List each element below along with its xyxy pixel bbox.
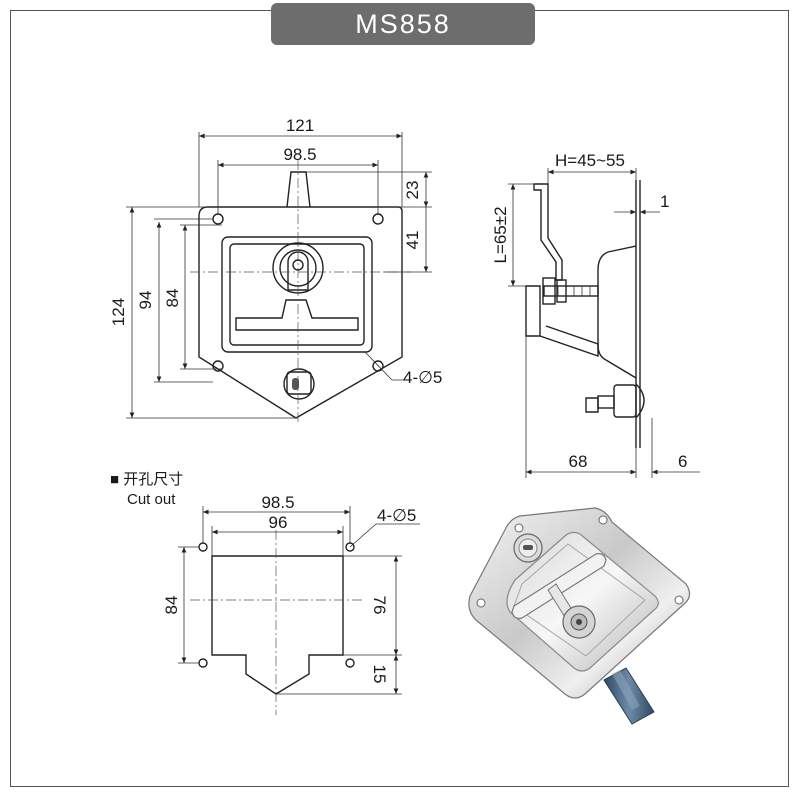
- front-hole-bl: [212, 360, 224, 372]
- dim-front-width-overall: 121: [286, 116, 314, 135]
- side-view: H=45~55 1 L=65±2 68 6: [491, 151, 700, 478]
- dim-front-height-overall: 124: [109, 298, 128, 326]
- photo-t-handle: [511, 553, 607, 619]
- dim-front-width-holes: 98.5: [283, 145, 316, 164]
- front-tray-inner: [229, 243, 365, 346]
- cutout-heading-cn: ■ 开孔尺寸: [110, 471, 183, 488]
- cutout-opening: [211, 555, 344, 695]
- cutout-heading-en: Cut out: [127, 491, 176, 508]
- dim-side-thickness: 1: [660, 192, 669, 211]
- front-t-handle: [235, 299, 359, 331]
- front-top-tab: [286, 171, 311, 208]
- dim-front-height-holes: 94: [136, 291, 155, 310]
- front-hole-br: [372, 360, 384, 372]
- cutout-hole-tl: [198, 542, 208, 552]
- front-tray-outer: [221, 236, 373, 353]
- front-view: 121 98.5 23 41 124 94 84 4-∅5: [109, 116, 442, 425]
- dim-cutout-width-opening: 96: [269, 513, 288, 532]
- side-tray: [597, 245, 637, 379]
- dim-side-depth: 68: [569, 452, 588, 471]
- dim-front-holes: 4-∅5: [403, 368, 442, 387]
- product-photo: [468, 507, 691, 725]
- dim-front-handle-height: 41: [403, 231, 422, 250]
- dim-cutout-height-holes: 84: [162, 596, 181, 615]
- front-key-cylinder-body: [286, 371, 312, 395]
- front-key-cylinder: [283, 368, 315, 400]
- cutout-view: ■ 开孔尺寸 Cut out 98.5 96 84 76 15: [110, 471, 420, 715]
- front-cam-hook: [287, 251, 309, 291]
- dim-side-flange: 6: [678, 452, 687, 471]
- photo-tray: [506, 531, 659, 672]
- side-cam-arm: [533, 183, 563, 281]
- dim-cutout-height-opening: 76: [370, 596, 389, 615]
- front-keyhole-icon: [292, 378, 299, 390]
- dim-cutout-notch: 15: [370, 665, 389, 684]
- dim-front-top-offset: 23: [403, 181, 422, 200]
- dim-front-height-inner: 84: [163, 289, 182, 308]
- dim-cutout-holes: 4-∅5: [377, 506, 416, 525]
- dim-side-h-range: H=45~55: [555, 151, 625, 170]
- front-hole-tr: [372, 213, 384, 225]
- cutout-hole-bl: [198, 658, 208, 668]
- dim-side-l-length: L=65±2: [491, 206, 510, 263]
- dim-cutout-width-holes: 98.5: [261, 493, 294, 512]
- model-title-badge: MS858: [271, 3, 535, 45]
- cutout-hole-br: [345, 658, 355, 668]
- front-hole-tl: [212, 213, 224, 225]
